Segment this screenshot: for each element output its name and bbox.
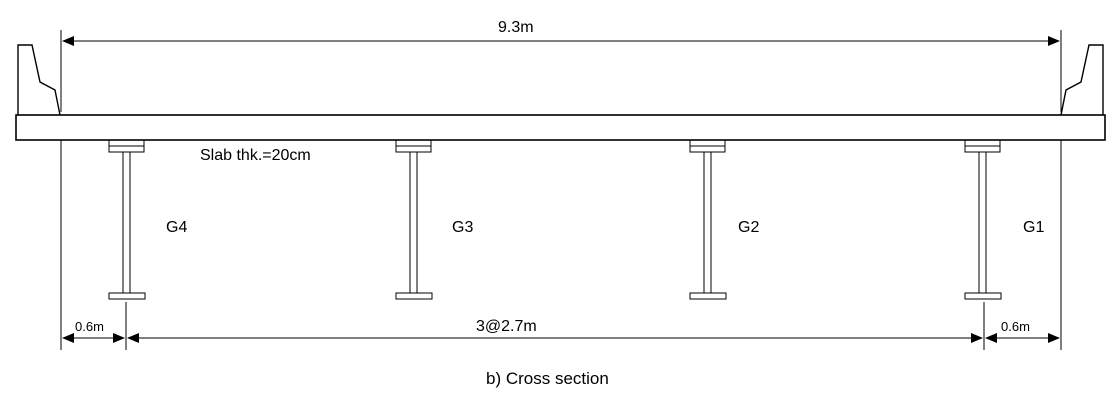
girder-label-g1: G1 — [1023, 219, 1044, 236]
top-dimension-label: 9.3m — [498, 19, 534, 36]
figure-caption: b) Cross section — [486, 369, 609, 388]
dimension-label-right: 0.6m — [1001, 319, 1030, 334]
girder-g4 — [108, 139, 146, 300]
girder-g1 — [964, 139, 1002, 300]
right-parapet — [1060, 44, 1104, 116]
dimension-label-middle: 3@2.7m — [476, 318, 537, 335]
girder-label-g4: G4 — [166, 219, 187, 236]
dimension-label-left: 0.6m — [75, 319, 104, 334]
deck-slab — [15, 114, 1106, 141]
slab-thickness-label: Slab thk.=20cm — [200, 147, 311, 164]
girder-g3 — [395, 139, 433, 300]
girder-label-g3: G3 — [452, 219, 473, 236]
girder-label-g2: G2 — [738, 219, 759, 236]
girder-g2 — [689, 139, 727, 300]
left-parapet — [17, 44, 61, 116]
